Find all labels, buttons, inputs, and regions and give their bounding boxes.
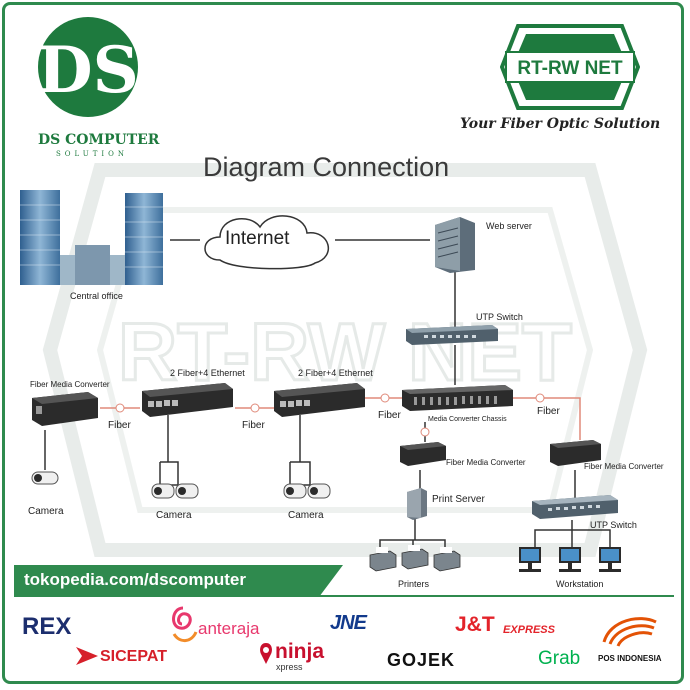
camera-2-label: Camera bbox=[156, 510, 192, 521]
watermark-graphic: RT-RW NET bbox=[42, 163, 648, 557]
courier-jne-logo: JNE bbox=[330, 612, 367, 634]
media-converter-chassis-icon bbox=[402, 385, 513, 411]
ds-logo-icon: DS bbox=[37, 17, 139, 117]
pos-indonesia-icon bbox=[602, 617, 657, 647]
courier-sicepat-logo: SICEPAT bbox=[100, 648, 167, 665]
ethernet-converter-1-icon bbox=[142, 383, 233, 417]
media-converter-chassis-label: Media Converter Chassis bbox=[428, 416, 507, 423]
watermark-text: RT-RW NET bbox=[118, 307, 572, 398]
footer-divider bbox=[319, 595, 674, 597]
utp-switch-top-label: UTP Switch bbox=[476, 312, 523, 322]
fiber-media-converter-left-label: Fiber Media Converter bbox=[30, 380, 110, 389]
fiber-label-1: Fiber bbox=[108, 420, 131, 431]
tokopedia-link[interactable]: tokopedia.com/dscomputer bbox=[24, 570, 246, 589]
printers-icon bbox=[369, 545, 461, 572]
ds-company-sub: SOLUTION bbox=[56, 150, 128, 158]
slogan: Your Fiber Optic Solution bbox=[460, 116, 661, 132]
utp-switch-top-icon bbox=[406, 325, 498, 345]
utp-switch-bottom-icon bbox=[532, 495, 618, 519]
fiber-media-converter-left-icon bbox=[32, 392, 98, 426]
courier-ninja-xpress: xpress bbox=[276, 662, 303, 672]
ds-logo-letters: DS bbox=[37, 33, 139, 108]
sicepat-arrow-icon bbox=[76, 647, 98, 665]
internet-cloud-icon bbox=[204, 215, 330, 270]
ethernet-converter-2-label: 2 Fiber+4 Ethernet bbox=[298, 368, 373, 378]
fiber-media-converter-mid-label: Fiber Media Converter bbox=[446, 458, 526, 467]
fiber-media-converter-mid-icon bbox=[400, 442, 446, 466]
web-server-icon bbox=[435, 217, 475, 273]
camera-1-icon bbox=[31, 471, 59, 485]
rtrw-logo-icon: RT-RW NET bbox=[500, 24, 640, 110]
footer-bar-tail bbox=[319, 565, 343, 597]
camera-1-label: Camera bbox=[28, 506, 64, 517]
diagram-title: Diagram Connection bbox=[203, 152, 450, 182]
print-server-icon bbox=[407, 488, 427, 520]
courier-jnt-logo: J&T bbox=[455, 613, 495, 636]
footer-bar bbox=[14, 565, 319, 597]
courier-gojek-logo: GOJEK bbox=[387, 650, 456, 670]
ethernet-converter-2-icon bbox=[274, 383, 365, 417]
internet-label: Internet bbox=[225, 228, 290, 249]
printers-label: Printers bbox=[398, 579, 430, 589]
central-office-icon bbox=[20, 190, 163, 285]
workstation-icon bbox=[519, 547, 621, 572]
workstation-label: Workstation bbox=[556, 579, 604, 589]
ninja-pin-icon bbox=[260, 643, 272, 664]
fiber-label-3: Fiber bbox=[378, 410, 401, 421]
anteraja-swirl-icon bbox=[172, 606, 198, 642]
camera-3-icon bbox=[283, 483, 331, 499]
ds-company-name: DS COMPUTER bbox=[38, 132, 160, 148]
central-office-label: Central office bbox=[70, 291, 123, 301]
fiber-media-converter-right-icon bbox=[550, 440, 601, 466]
fiber-media-converter-right-label: Fiber Media Converter bbox=[584, 462, 664, 471]
poster-frame bbox=[2, 2, 684, 684]
ethernet-converter-1-label: 2 Fiber+4 Ethernet bbox=[170, 368, 245, 378]
courier-pos-logo: POS INDONESIA bbox=[598, 654, 662, 663]
fiber-label-2: Fiber bbox=[242, 420, 265, 431]
fiber-label-4: Fiber bbox=[537, 406, 560, 417]
camera-3-label: Camera bbox=[288, 510, 324, 521]
utp-switch-bottom-label: UTP Switch bbox=[590, 520, 637, 530]
courier-rex-logo: REX bbox=[22, 613, 72, 640]
web-server-label: Web server bbox=[486, 221, 532, 231]
courier-ninja-logo: ninja bbox=[275, 640, 325, 663]
courier-grab-logo: Grab bbox=[538, 648, 581, 669]
print-server-label: Print Server bbox=[432, 494, 485, 505]
camera-2-icon bbox=[151, 483, 199, 499]
rtrw-logo-text: RT-RW NET bbox=[517, 58, 623, 79]
courier-anteraja-logo: anteraja bbox=[198, 619, 260, 638]
courier-jnt-express: EXPRESS bbox=[503, 624, 555, 636]
